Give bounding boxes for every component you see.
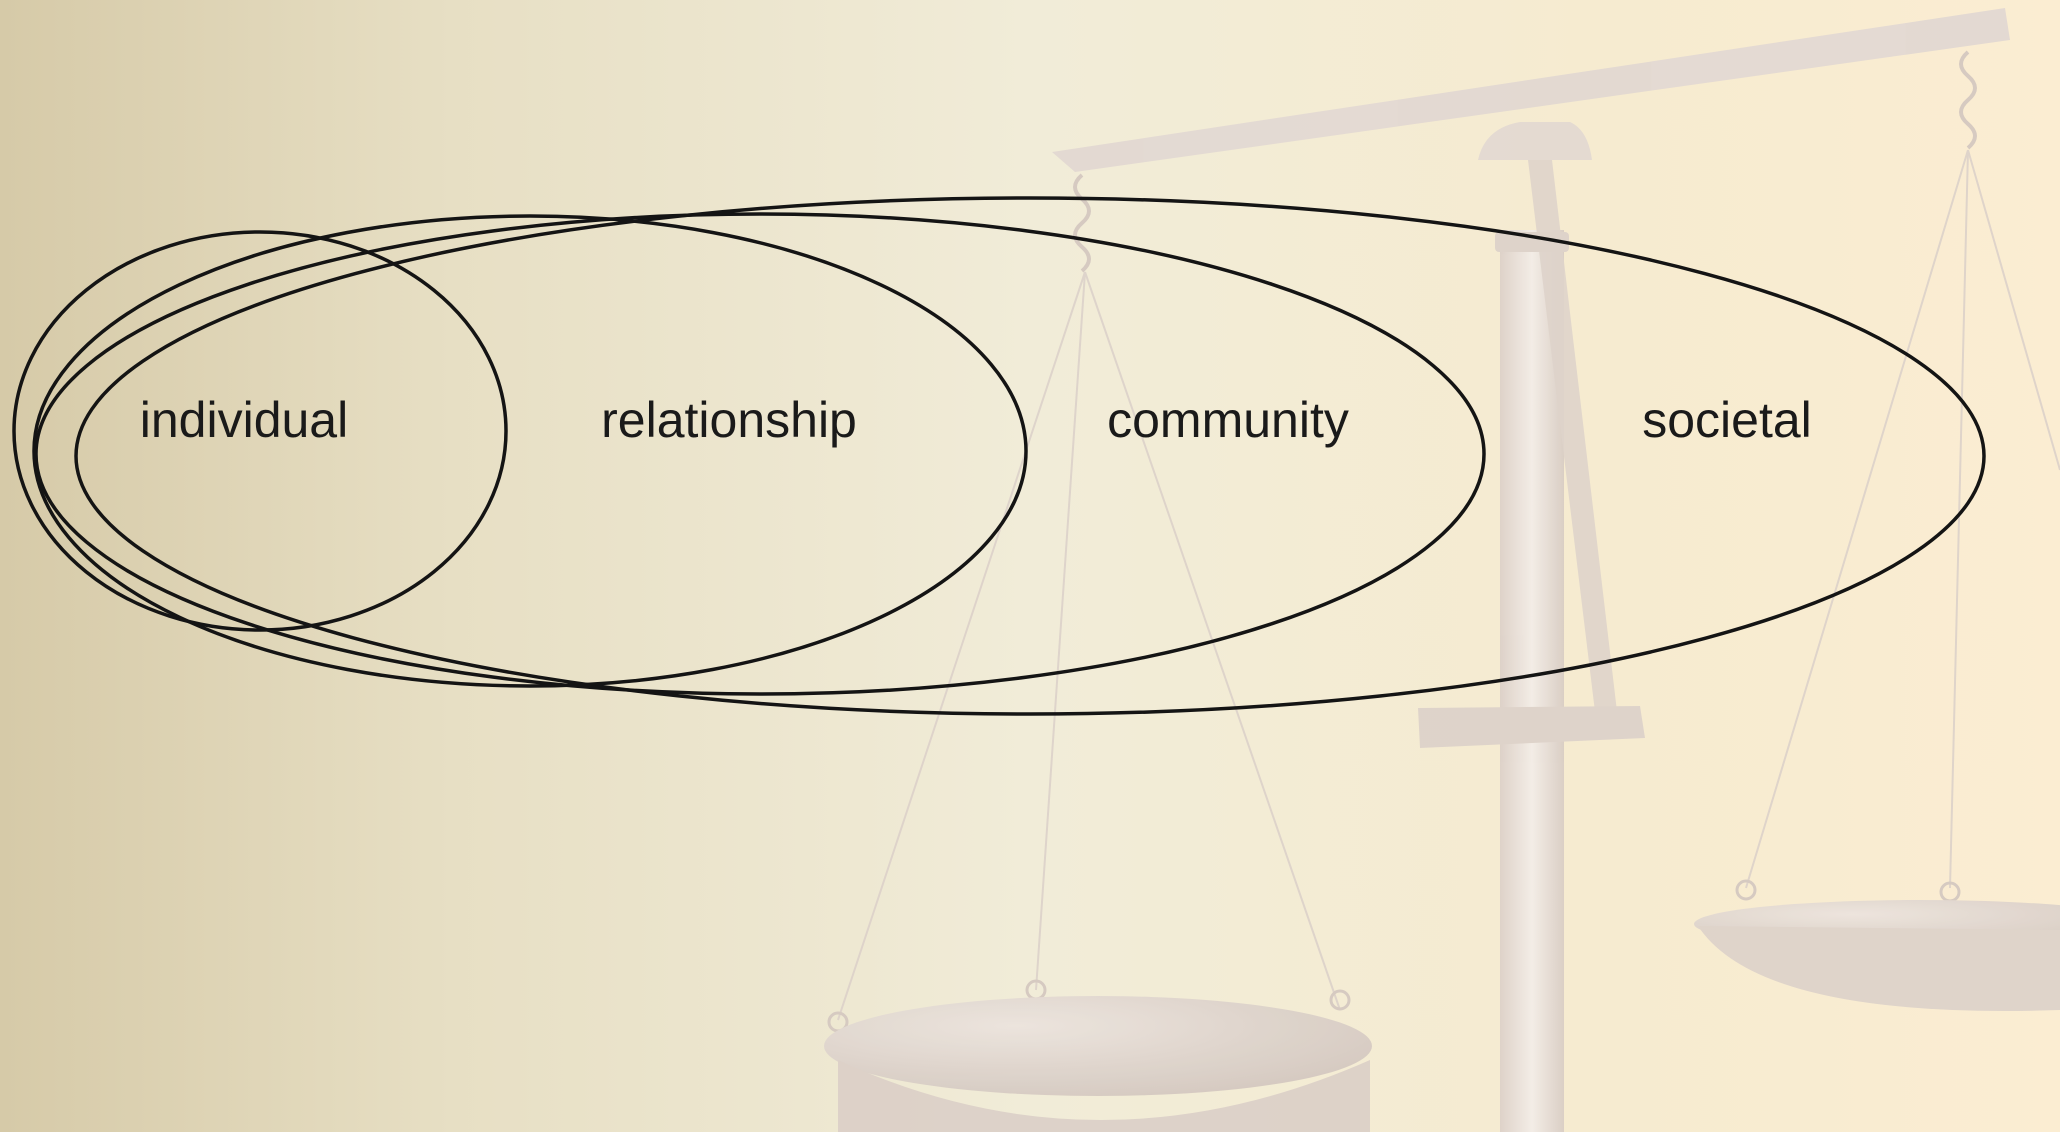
label-relationship: relationship [601, 392, 857, 448]
ring-individual [12, 230, 508, 632]
balance-scale-icon [824, 8, 2060, 1132]
label-societal: societal [1642, 392, 1812, 448]
ring-relationship [32, 214, 1028, 688]
label-individual: individual [140, 392, 348, 448]
ring-community [34, 212, 1486, 696]
ring-societal [74, 196, 1986, 716]
label-community: community [1107, 392, 1349, 448]
nested-levels: individual relationship community societ… [12, 196, 1986, 716]
